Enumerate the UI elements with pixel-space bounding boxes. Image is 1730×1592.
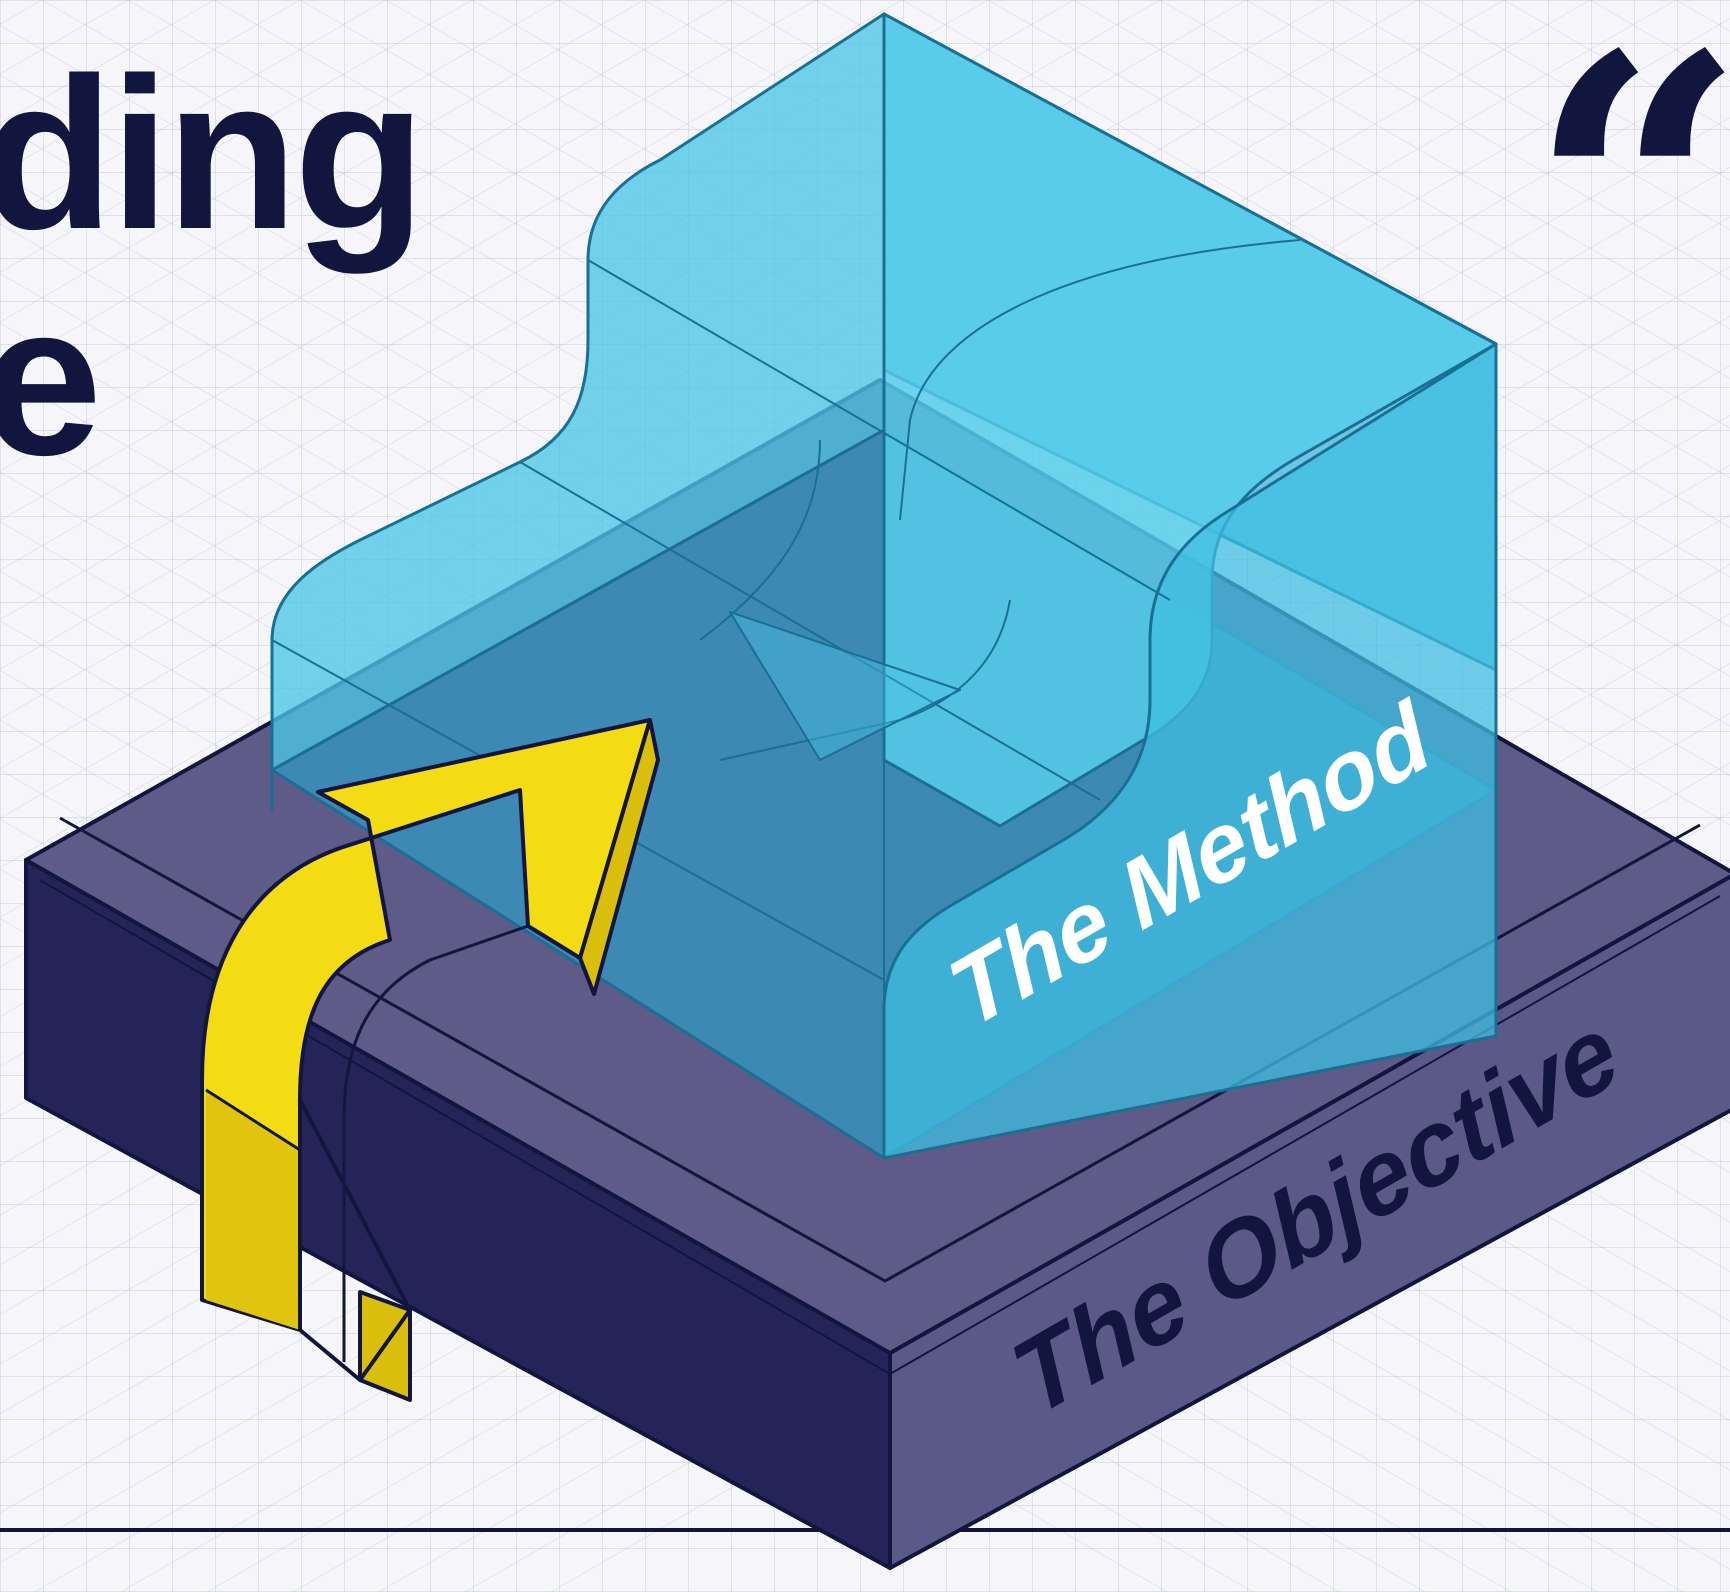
- heading-line-1: ding: [0, 32, 426, 274]
- heading-line-2: e: [0, 258, 102, 500]
- block-front-face: [882, 342, 1498, 1160]
- base-inner-bevel: [39, 879, 1721, 1375]
- block-left-wall: [270, 12, 886, 812]
- method-block: [270, 12, 1498, 1160]
- quote-icon: “: [1528, 0, 1730, 419]
- slide-heading: ding e: [0, 32, 426, 500]
- curved-arrow-icon: [200, 718, 660, 1402]
